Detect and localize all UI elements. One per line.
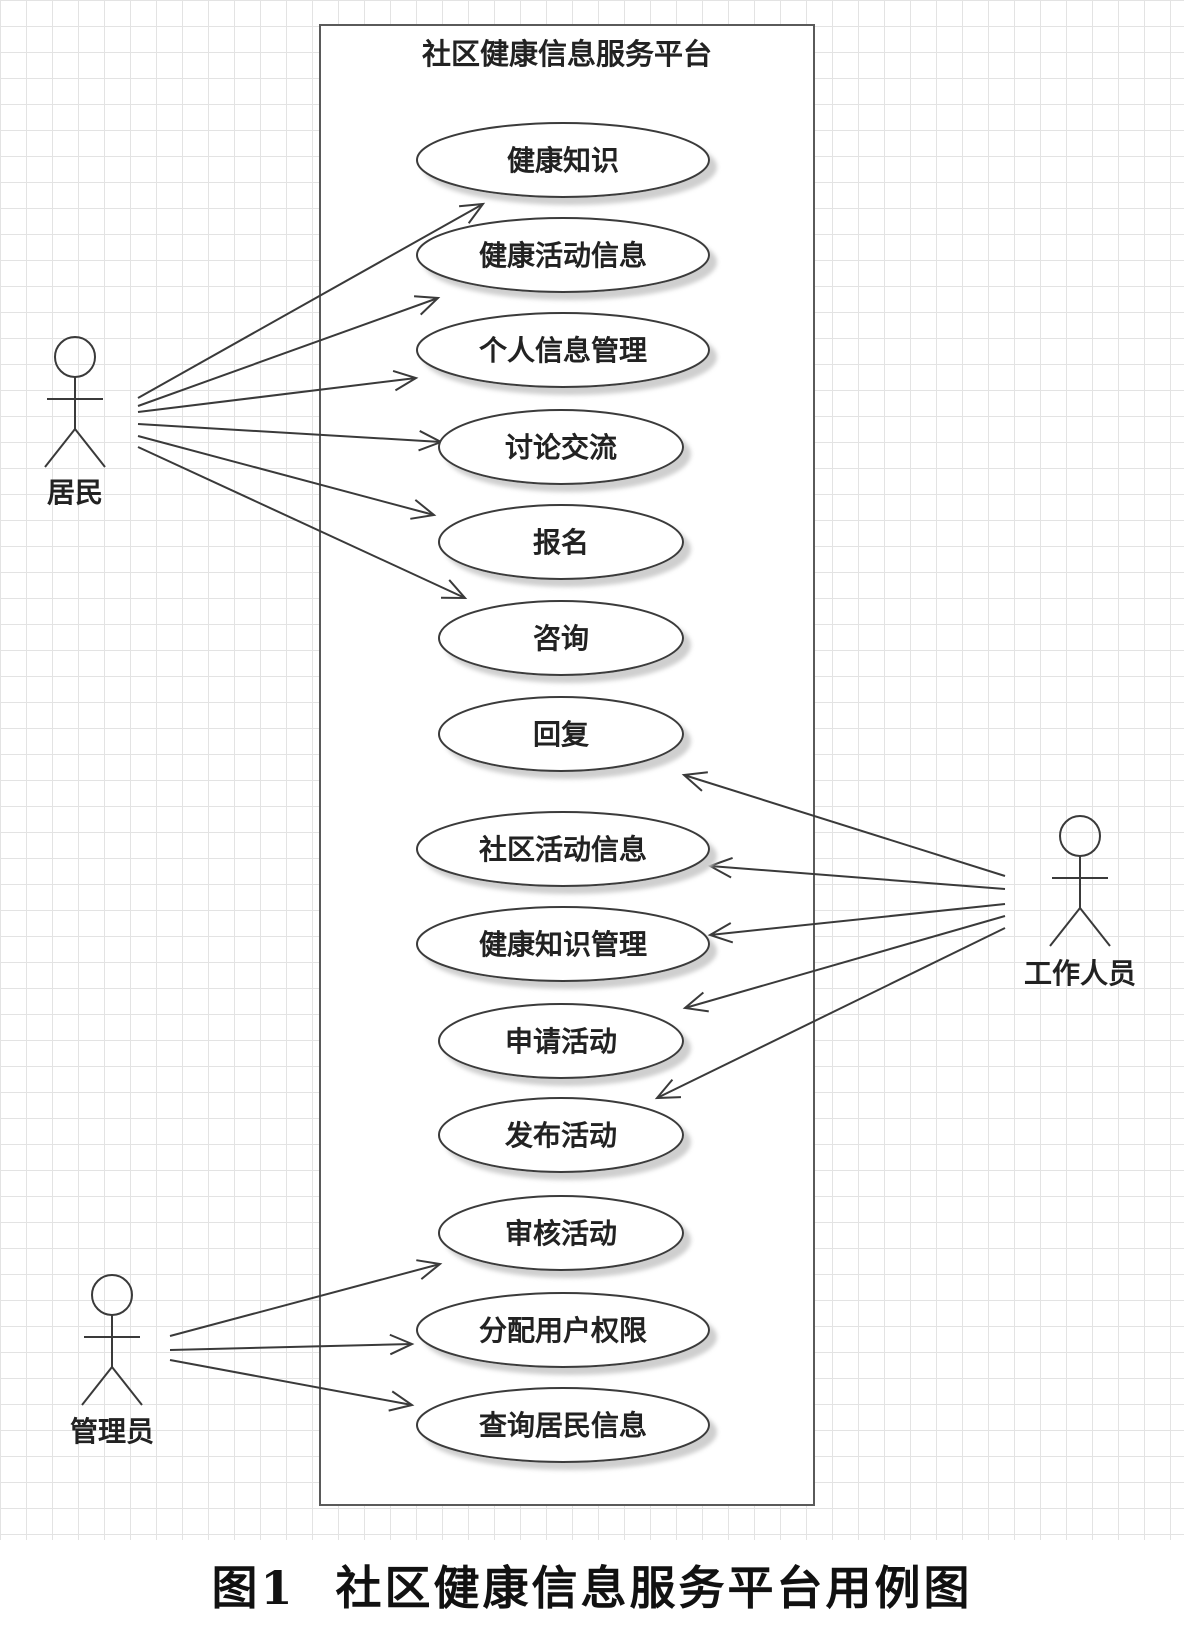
actor-staff: 工作人员 (1024, 815, 1136, 990)
use-case-uc14: 查询居民信息 (416, 1387, 710, 1463)
actor-label: 工作人员 (1024, 957, 1136, 990)
figure-caption: 图1 社区健康信息服务平台用例图 (0, 1548, 1184, 1628)
use-case-uc6: 咨询 (438, 600, 684, 676)
use-case-label: 报名 (533, 526, 589, 559)
stick-figure-icon (81, 1274, 143, 1406)
use-case-uc9: 健康知识管理 (416, 906, 710, 982)
use-case-uc3: 个人信息管理 (416, 312, 710, 388)
system-title: 社区健康信息服务平台 (422, 37, 712, 71)
association-arrow (137, 202, 486, 399)
use-case-ellipse (416, 312, 710, 388)
actor-label: 居民 (47, 476, 103, 509)
use-case-ellipse (416, 122, 710, 198)
association-arrow (707, 903, 1006, 944)
use-case-uc13: 分配用户权限 (416, 1292, 710, 1368)
use-case-uc12: 审核活动 (438, 1195, 684, 1271)
use-case-uc5: 报名 (438, 504, 684, 580)
use-case-label: 讨论交流 (505, 431, 617, 464)
use-case-uc7: 回复 (438, 696, 684, 772)
use-case-uc4: 讨论交流 (438, 409, 684, 485)
use-case-ellipse (438, 504, 684, 580)
use-case-uc2: 健康活动信息 (416, 217, 710, 293)
use-case-ellipse (438, 696, 684, 772)
association-arrow (169, 1359, 415, 1412)
use-case-ellipse (438, 600, 684, 676)
use-case-ellipse (438, 1195, 684, 1271)
use-case-uc11: 发布活动 (438, 1097, 684, 1173)
association-arrow (169, 1259, 443, 1337)
use-case-label: 社区活动信息 (479, 833, 647, 866)
stick-figure-icon (44, 336, 106, 468)
use-case-ellipse (416, 1292, 710, 1368)
use-case-label: 健康知识 (507, 144, 619, 177)
association-arrow (169, 1333, 415, 1356)
association-arrow (137, 446, 468, 600)
association-arrow (137, 369, 419, 413)
diagram-canvas: 社区健康信息服务平台 健康知识健康活动信息个人信息管理讨论交流报名咨询回复社区活… (44, 24, 1136, 1506)
use-case-ellipse (438, 409, 684, 485)
use-case-uc10: 申请活动 (438, 1003, 684, 1079)
association-arrow (682, 915, 1006, 1013)
association-arrow (654, 927, 1006, 1100)
use-case-ellipse (416, 217, 710, 293)
use-case-label: 分配用户权限 (479, 1314, 647, 1347)
association-arrow (137, 295, 441, 407)
use-case-label: 咨询 (533, 622, 589, 655)
use-case-ellipse (438, 1097, 684, 1173)
use-case-ellipse (416, 906, 710, 982)
stick-figure-icon (1049, 815, 1111, 947)
use-case-label: 申请活动 (505, 1025, 617, 1058)
use-case-label: 回复 (533, 718, 589, 751)
use-case-label: 个人信息管理 (479, 334, 647, 367)
actor-resident: 居民 (44, 336, 106, 509)
actor-label: 管理员 (70, 1415, 154, 1448)
figure-title: 社区健康信息服务平台用例图 (335, 1561, 973, 1615)
association-arrow (137, 435, 437, 520)
association-arrow (707, 857, 1006, 890)
figure-number: 图1 (211, 1561, 296, 1615)
use-case-ellipse (416, 1387, 710, 1463)
use-case-ellipse (438, 1003, 684, 1079)
use-case-label: 发布活动 (504, 1119, 617, 1152)
association-arrow (681, 771, 1006, 877)
use-case-label: 健康活动信息 (479, 239, 647, 272)
use-case-uc8: 社区活动信息 (416, 811, 710, 887)
use-case-ellipse (416, 811, 710, 887)
use-case-label: 健康知识管理 (479, 928, 647, 961)
use-case-label: 查询居民信息 (479, 1409, 647, 1442)
use-case-uc1: 健康知识 (416, 122, 710, 198)
use-case-label: 审核活动 (505, 1217, 617, 1250)
actor-admin: 管理员 (70, 1274, 154, 1448)
